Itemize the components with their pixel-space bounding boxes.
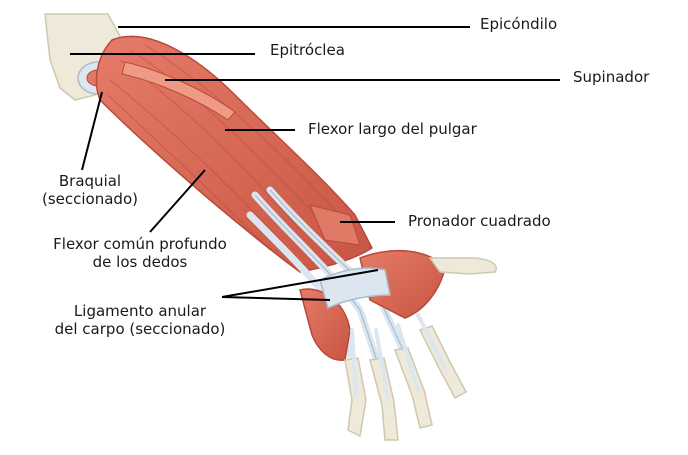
label-braquial-line2: (seccionado) — [42, 190, 138, 208]
leader-braquial — [81, 91, 103, 171]
supinator-muscle — [121, 61, 236, 121]
label-supinador: Supinador — [573, 68, 650, 86]
thumb-bone — [428, 257, 497, 275]
carpal-ligament — [319, 267, 391, 310]
label-epicondilo: Epicóndilo — [480, 15, 558, 33]
label-braquial-line1: Braquial — [58, 172, 122, 190]
leader-flexor-comun — [149, 169, 206, 233]
label-ligamento-line2: del carpo (seccionado) — [54, 320, 226, 338]
leader-ligamento-b — [221, 296, 331, 301]
hypothenar-muscle — [299, 288, 351, 361]
label-ligamento: Ligamento anular del carpo (seccionado) — [25, 302, 255, 338]
finger-bone-1 — [344, 357, 367, 438]
label-pronador: Pronador cuadrado — [408, 212, 551, 230]
pronator-quadratus — [309, 204, 361, 246]
label-braquial: Braquial (seccionado) — [30, 172, 150, 208]
label-flexor-comun-line2: de los dedos — [92, 253, 188, 271]
label-flexor-largo: Flexor largo del pulgar — [308, 120, 477, 138]
label-ligamento-line1: Ligamento anular — [73, 302, 207, 320]
label-flexor-comun: Flexor común profundo de los dedos — [25, 235, 255, 271]
leader-ligamento-a — [221, 269, 379, 298]
label-epitroclea: Epitróclea — [270, 41, 345, 59]
label-flexor-comun-line1: Flexor común profundo — [53, 235, 227, 253]
finger-bone-3 — [393, 347, 433, 429]
finger-bone-2 — [369, 357, 399, 441]
